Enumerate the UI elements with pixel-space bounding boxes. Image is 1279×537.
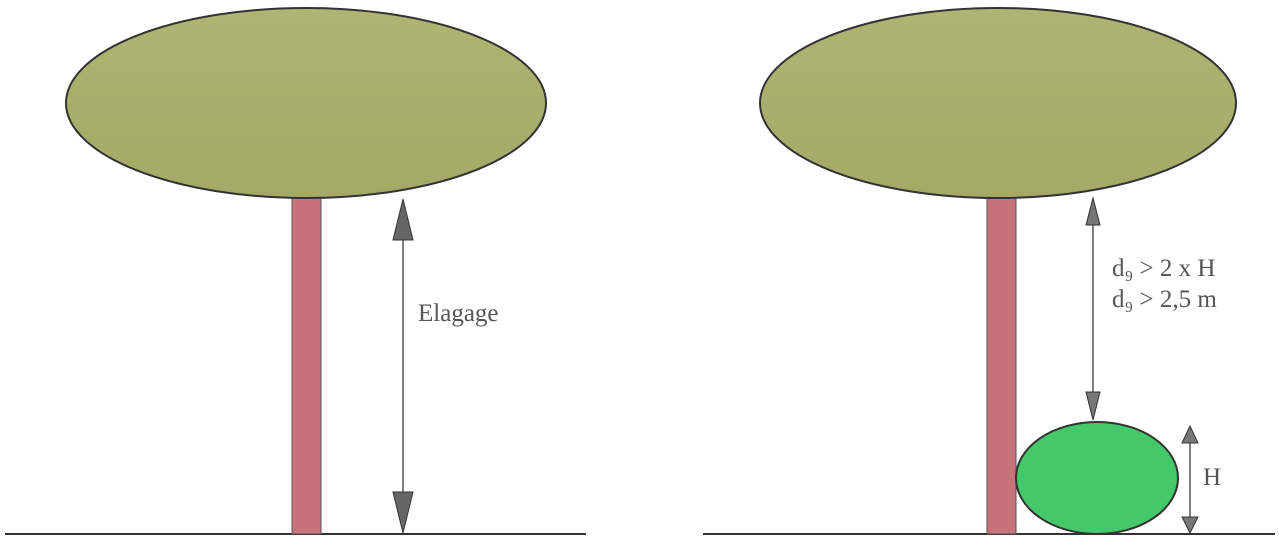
- right-tree-figure: d₉ > 2 x H d₉ > 2,5 m H: [703, 7, 1275, 535]
- crown-left: [65, 7, 547, 199]
- shrub-height-arrow: [1181, 424, 1199, 535]
- condition-line-1: d₉ > 2 x H: [1112, 255, 1215, 282]
- condition-line-2: d₉ > 2,5 m: [1112, 286, 1217, 313]
- pruning-height-arrow: [392, 198, 414, 534]
- crown-right: [759, 7, 1237, 199]
- trunk-left: [291, 189, 322, 535]
- pruning-label: Elagage: [418, 300, 499, 327]
- left-tree-figure: Elagage: [5, 7, 586, 535]
- trunk-right: [986, 189, 1017, 535]
- shrub: [1015, 421, 1179, 535]
- clearance-arrow: [1085, 196, 1101, 421]
- shrub-height-label: H: [1203, 464, 1221, 491]
